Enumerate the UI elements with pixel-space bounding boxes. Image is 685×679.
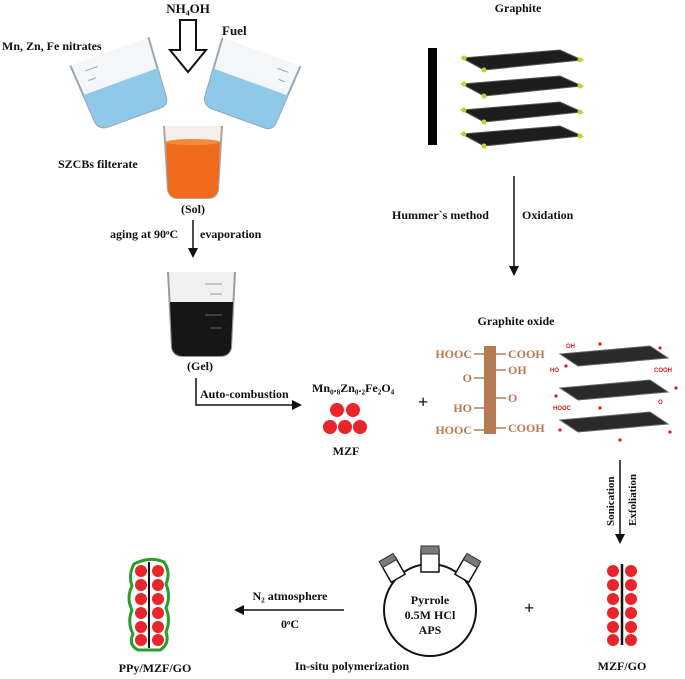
sol-beaker-icon bbox=[163, 125, 223, 199]
aging-label: aging at 90ᵒC bbox=[110, 227, 178, 241]
mzf-go-particles bbox=[607, 565, 637, 646]
right-pouring-beaker-icon bbox=[203, 37, 302, 130]
mzf-label: MZF bbox=[333, 444, 360, 458]
graphite-layers-icon bbox=[460, 49, 584, 149]
insitu-label: In-situ polymerization bbox=[295, 659, 410, 673]
mzf-formula-label: Mn₀.₈Zn₀.₂Fe₂O₄ bbox=[312, 381, 395, 395]
graphite-bar bbox=[428, 48, 437, 145]
hollow-down-arrow-icon bbox=[167, 19, 209, 74]
sonication-label: Sonication bbox=[605, 476, 617, 526]
pyrrole-label: Pyrrole bbox=[411, 593, 450, 607]
cooh-top-label: COOH bbox=[508, 347, 545, 361]
plus-sign-bottom: + bbox=[524, 598, 534, 618]
mzf-go-label: MZF/GO bbox=[598, 659, 647, 673]
gel-label: (Gel) bbox=[187, 359, 213, 373]
graphite-oxide-label: Graphite oxide bbox=[478, 314, 556, 328]
hcl-label: 0.5M HCl bbox=[405, 608, 456, 622]
gel-beaker-icon bbox=[167, 271, 236, 357]
graphite-oxide-bar bbox=[484, 346, 496, 434]
product-label: PPy/MZF/GO bbox=[119, 661, 192, 675]
plus-sign: + bbox=[418, 392, 428, 412]
exfoliation-label: Exfoliation bbox=[627, 474, 639, 526]
three-neck-flask-icon bbox=[378, 545, 482, 657]
nitrates-label: Mn, Zn, Fe nitrates bbox=[2, 39, 102, 53]
hooc-bottom-label: HOOC bbox=[435, 423, 472, 437]
n2-label: N₂ atmosphere bbox=[252, 589, 328, 603]
graphite-label: Graphite bbox=[495, 1, 542, 15]
left-pouring-beaker-icon bbox=[69, 37, 168, 129]
fuel-label: Fuel bbox=[222, 23, 247, 38]
ho-left-label: HO bbox=[453, 401, 472, 415]
hummer-label: Hummer`s method bbox=[392, 208, 489, 222]
go-oh-label: OH bbox=[566, 344, 575, 350]
o-right-label: O bbox=[508, 391, 517, 405]
go-o-label: O bbox=[658, 400, 663, 406]
go-ho-label: HO bbox=[550, 368, 559, 374]
oh-right-label: OH bbox=[508, 363, 527, 377]
filtrate-label: SZCBs filterate bbox=[58, 157, 138, 171]
oxidation-label: Oxidation bbox=[522, 208, 574, 222]
auto-combustion-arrow bbox=[195, 378, 302, 410]
auto-combustion-label: Auto-combustion bbox=[200, 387, 289, 401]
sol-label: (Sol) bbox=[181, 202, 205, 216]
nh4oh-label: NH₄OH bbox=[166, 1, 210, 16]
cooh-bottom-label: COOH bbox=[508, 421, 545, 435]
temp-label: 0ᵒC bbox=[281, 617, 299, 631]
go-cooh-label: COOH bbox=[654, 368, 672, 374]
evaporation-label: evaporation bbox=[200, 227, 262, 241]
aps-label: APS bbox=[419, 623, 442, 637]
graphene-oxide-sheets-icon bbox=[554, 342, 678, 442]
mzf-particles bbox=[323, 403, 367, 434]
functional-group-bonds bbox=[474, 353, 506, 431]
o-left-label: O bbox=[463, 371, 472, 385]
hooc-top-label: HOOC bbox=[435, 347, 472, 361]
ppy-mzf-go-icon bbox=[127, 557, 170, 652]
go-hooc-label: HOOC bbox=[553, 406, 572, 412]
